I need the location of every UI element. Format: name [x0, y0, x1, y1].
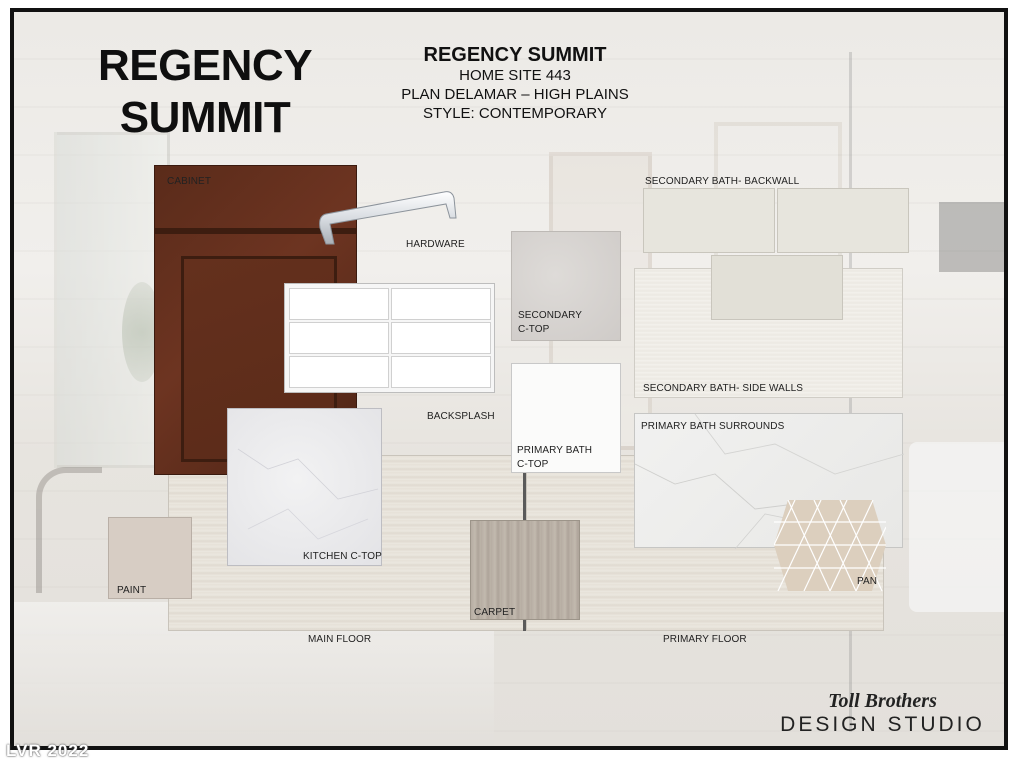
- toll-brothers-logo: Toll Brothers DESIGN STUDIO: [770, 690, 995, 738]
- backsplash-label: BACKSPLASH: [427, 411, 495, 422]
- project-title: REGENCY SUMMIT: [423, 44, 607, 66]
- watermark: LVR 2022: [6, 741, 90, 760]
- main-floor-label: MAIN FLOOR: [308, 634, 372, 645]
- kitchen-ctop-swatch: [227, 408, 382, 566]
- secondary-bath-backwall-tile: [643, 188, 775, 253]
- secondary-bath-backwall-tile: [711, 255, 843, 320]
- cabinet-rail: [155, 228, 356, 234]
- label-line: SECONDARY: [518, 310, 583, 321]
- kitchen-ctop-label: KITCHEN C-TOP: [303, 551, 382, 562]
- pan-label: PAN: [857, 576, 878, 587]
- backsplash-tile: [391, 288, 491, 320]
- carpet-swatch: [470, 520, 580, 620]
- paint-label: PAINT: [117, 585, 147, 596]
- label-line: C-TOP: [517, 459, 549, 470]
- primary-bath-ctop-label: PRIMARY BATH C-TOP: [517, 445, 592, 471]
- backsplash-tile: [289, 356, 389, 388]
- style-name: STYLE: CONTEMPORARY: [423, 105, 607, 122]
- background-tv: [939, 202, 1004, 272]
- plan-name: PLAN DELAMAR – HIGH PLAINS: [401, 86, 629, 103]
- backsplash-tile: [391, 322, 491, 354]
- primary-bath-surrounds-label: PRIMARY BATH SURROUNDS: [641, 421, 785, 432]
- carpet-label: CARPET: [474, 607, 516, 618]
- marble-veins: [237, 448, 379, 540]
- pan-mosaic-swatch: [774, 500, 886, 591]
- primary-floor-label: PRIMARY FLOOR: [663, 634, 747, 645]
- background-faucet: [36, 467, 102, 593]
- secondary-bath-backwall-label: SECONDARY BATH- BACKWALL: [645, 176, 800, 187]
- backsplash-tile: [289, 288, 389, 320]
- secondary-bath-backwall-tile: [777, 188, 909, 253]
- secondary-ctop-label: SECONDARY C-TOP: [518, 310, 582, 336]
- brand-name: Toll Brothers: [828, 690, 937, 712]
- backsplash-swatch: [284, 283, 495, 393]
- hardware-pull-swatch: [319, 191, 457, 245]
- hardware-label: HARDWARE: [406, 239, 465, 250]
- backsplash-tile: [391, 356, 491, 388]
- paint-swatch: [108, 517, 192, 599]
- secondary-bath-side-walls-label: SECONDARY BATH- SIDE WALLS: [643, 383, 804, 394]
- label-line: PRIMARY BATH: [517, 445, 593, 456]
- label-line: C-TOP: [518, 324, 550, 335]
- backsplash-tile: [289, 322, 389, 354]
- cabinet-label: CABINET: [167, 176, 212, 187]
- design-studio-text: DESIGN STUDIO: [780, 713, 985, 736]
- background-window: [54, 132, 170, 468]
- background-tub: [909, 442, 1004, 612]
- home-site: HOME SITE 443: [459, 67, 571, 84]
- project-info: REGENCY SUMMIT HOME SITE 443 PLAN DELAMA…: [385, 44, 645, 123]
- secondary-ctop-swatch: [511, 231, 621, 341]
- primary-bath-ctop-swatch: [511, 363, 621, 473]
